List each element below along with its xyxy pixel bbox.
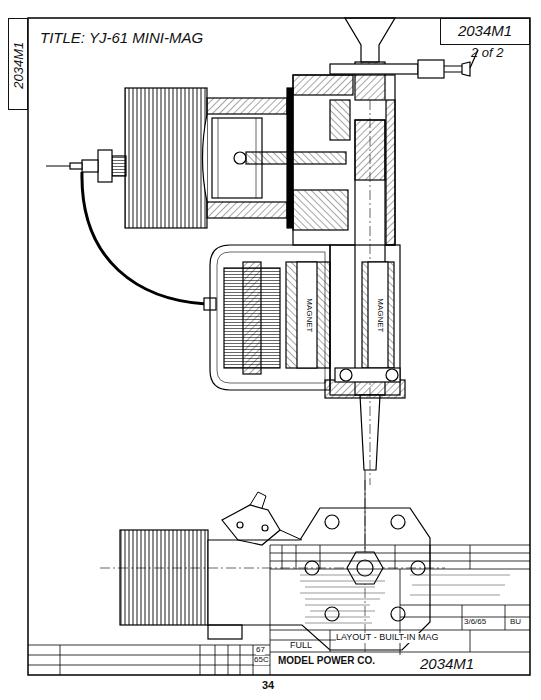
crankcase-part: [330, 100, 350, 140]
bottom-view-part: [347, 552, 383, 584]
bottom-view-part: [365, 470, 366, 552]
magneto-housing-part: [217, 252, 325, 383]
bottom-view: [100, 470, 445, 660]
title-block-part: [270, 630, 530, 652]
side-number-box: 2034M1: [8, 18, 28, 110]
part-name: MAGNET: [304, 297, 313, 333]
timer-linkage: [222, 492, 302, 545]
crankcase-part: [293, 75, 353, 95]
ball-bearing-part: [386, 369, 398, 381]
ignition-coil-part: [243, 262, 261, 374]
table-cell: 65C: [254, 656, 269, 665]
title-block-part: [282, 545, 470, 569]
sheet-number: 2 of 2: [471, 46, 504, 60]
magnet-rotor-part: [368, 262, 388, 368]
glow-plug-part: [112, 156, 126, 176]
bottom-view-part: [208, 508, 430, 650]
bottom-view-part: [325, 515, 339, 529]
drawing-frame-part: [28, 18, 530, 675]
part-name: MAGNET: [375, 297, 384, 333]
bottom-view-part: [391, 607, 405, 621]
title-block-part: [28, 645, 270, 675]
drawing-number: 2034M1: [420, 656, 474, 673]
carburetor-part: [444, 62, 470, 76]
drawing-number-box: 2034M12 of 2: [440, 18, 530, 45]
magnet-rotor-part: [362, 262, 394, 368]
title-block-part: [300, 575, 385, 623]
bottom-view-part: [325, 607, 339, 621]
bottom-view-part: [357, 560, 373, 576]
magneto-housing-part: [210, 245, 330, 390]
table-cell: 67: [256, 646, 265, 655]
scale: FULL: [290, 641, 312, 651]
title-block: [28, 545, 530, 675]
drawing-frame: [28, 18, 530, 675]
initials: BU: [510, 618, 521, 627]
ball-bearing: [335, 368, 400, 382]
carburetor-part: [418, 60, 444, 78]
bottom-view-part: [100, 480, 445, 660]
bottom-view-part: [120, 530, 208, 625]
cylinder-part: [207, 202, 287, 218]
cylinder-part: [207, 98, 287, 114]
ball-bearing-part: [340, 369, 352, 381]
drawing-name: LAYOUT - BUILT-IN MAG: [336, 633, 439, 643]
ball-bearing-part: [335, 368, 400, 382]
company-name: MODEL POWER CO.: [278, 655, 375, 666]
magneto-housing: [210, 245, 405, 398]
timer-linkage-part: [280, 530, 302, 540]
cylinder-part: [246, 152, 346, 164]
cylinder-part: [125, 88, 207, 228]
drawing-number: 2034M1: [441, 19, 529, 40]
magneto-housing-part: [325, 380, 405, 398]
title-block-part: [270, 545, 530, 675]
glow-plug-part: [46, 166, 70, 167]
bottom-view-part: [411, 561, 425, 575]
date: 3/6/65: [464, 618, 486, 627]
magnet-rotor-part: [286, 262, 330, 368]
glow-plug-part: [70, 163, 82, 169]
page-number: 34: [262, 679, 274, 691]
timer-linkage-part: [222, 505, 280, 545]
drawing-title: TITLE: YJ-61 MINI-MAG: [40, 30, 203, 47]
carburetor-part: [345, 18, 395, 62]
cylinder-part: [234, 152, 246, 164]
title-block-part: [410, 575, 510, 595]
crankcase-part: [293, 190, 348, 230]
cylinder-part: [287, 88, 293, 228]
drawing-number: 2034M1: [12, 42, 26, 89]
timer-linkage-part: [262, 525, 268, 531]
glow-plug-part: [98, 150, 112, 182]
cylinder-part: [203, 114, 208, 202]
title-block-part: [270, 569, 530, 655]
timer-linkage-part: [237, 522, 243, 528]
bottom-view-part: [391, 515, 405, 529]
bottom-view-part: [305, 561, 319, 575]
magnet-rotor-part: [297, 262, 317, 368]
magnet-rotor: [286, 262, 394, 368]
crankcase-part: [386, 100, 395, 245]
timer-linkage-part: [250, 492, 266, 508]
bottom-view-part: [208, 625, 242, 639]
carburetor-part: [330, 64, 418, 74]
glow-plug-part: [82, 160, 98, 172]
magneto-housing-part: [330, 245, 400, 395]
ignition-coil: [224, 262, 280, 374]
